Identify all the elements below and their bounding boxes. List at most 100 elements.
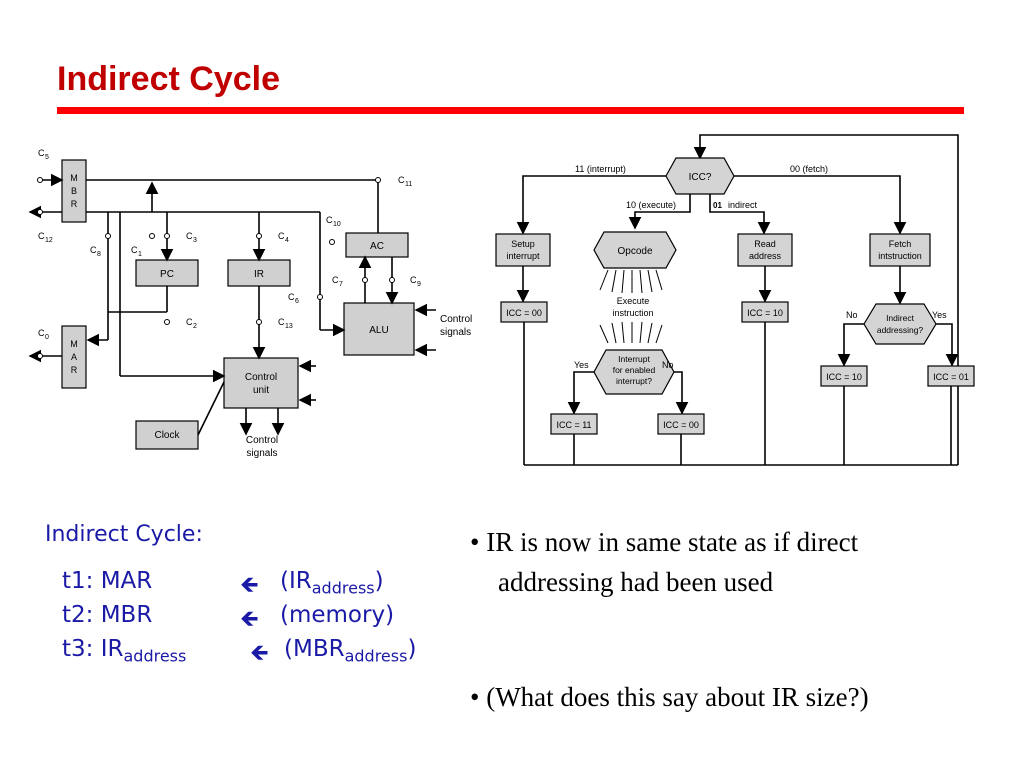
icc-00-label-a: ICC = 00 (506, 308, 542, 318)
control-unit (223, 357, 299, 409)
indirect-addressing-decision (863, 303, 937, 345)
execute-rays-bottom (599, 321, 663, 344)
mar-letter-r: R (71, 365, 78, 375)
step-t1-value: (IRaddress) (280, 568, 384, 598)
interrupt-q-line2: for enabled (613, 365, 656, 375)
step-t3-value: (MBRaddress) (284, 636, 417, 666)
svg-text:C: C (278, 317, 285, 327)
step-t3-label: t3: IRaddress (62, 636, 187, 666)
interrupt-q-line3: interrupt? (616, 376, 652, 386)
indirect-no: No (846, 310, 858, 320)
ir-register (227, 259, 291, 287)
setup-line1: Setup (511, 239, 535, 249)
bullet-ir-size: • (What does this say about IR size?) (470, 682, 869, 712)
control-unit-line2: unit (253, 385, 269, 396)
instruction-cycle-flowchart: ICC? 11 (interrupt) 00 (fetch) 10 (execu… (495, 134, 975, 466)
mbr-letter-b: B (71, 186, 77, 196)
icc-11-label: ICC = 11 (556, 420, 591, 430)
step-t1-label: t1: MAR (62, 568, 153, 594)
indirect-q-line1: Indirect (886, 313, 915, 323)
svg-text:C: C (398, 175, 405, 185)
branch-interrupt: 11 (interrupt) (575, 164, 626, 174)
icc-00-label-b: ICC = 00 (663, 420, 699, 430)
svg-text:4: 4 (285, 237, 289, 244)
mar-letter-m: M (70, 339, 78, 349)
svg-text:C: C (326, 215, 333, 225)
execute-rays-top (599, 269, 663, 294)
interrupt-q-line1: Interrupt (618, 354, 650, 364)
slide-title: Indirect Cycle (57, 60, 280, 98)
svg-text:C: C (278, 231, 285, 241)
fetch-line1: Fetch (889, 239, 912, 249)
svg-text:C: C (332, 275, 339, 285)
alu-label: ALU (369, 325, 388, 336)
mar-register (61, 325, 87, 389)
read-address-box (737, 233, 793, 267)
left-arrow-icon: 🡸 (250, 640, 269, 666)
svg-text:C: C (38, 328, 45, 338)
control-unit-line1: Control (245, 372, 277, 383)
pc-label: PC (160, 269, 174, 280)
svg-text:11: 11 (405, 181, 412, 188)
control-signals-bottom-line1: Control (246, 435, 278, 446)
mar-letter-a: A (71, 352, 77, 362)
read-line1: Read (754, 239, 776, 249)
indirect-yes: Yes (932, 310, 947, 320)
opcode-hexagon (593, 231, 677, 269)
branch-fetch: 00 (fetch) (790, 164, 828, 174)
setup-interrupt-box (495, 233, 551, 267)
svg-text:C: C (131, 245, 138, 255)
svg-text:2: 2 (193, 323, 197, 330)
execute-line1: Execute (617, 296, 650, 306)
svg-text:C: C (90, 245, 97, 255)
read-line2: address (749, 251, 782, 261)
datapath-diagram: M B R M A R PC IR AC ALU Control unit Cl… (28, 148, 472, 459)
mbr-letter-m: M (70, 173, 78, 183)
ir-label: IR (254, 269, 264, 280)
interrupt-no: No (662, 360, 674, 370)
svg-text:7: 7 (339, 281, 343, 288)
svg-text:C: C (38, 148, 45, 158)
svg-text:C: C (186, 231, 193, 241)
clock-block (135, 420, 199, 450)
svg-text:5: 5 (45, 154, 49, 161)
step-t2-value: (memory) (280, 602, 395, 628)
icc-label: ICC? (689, 172, 712, 183)
svg-text:10: 10 (333, 221, 341, 228)
fetch-line2: intstruction (878, 251, 922, 261)
title-underline (57, 107, 964, 114)
ac-label: AC (370, 241, 384, 252)
ac-register (345, 232, 409, 258)
mbr-letter-r: R (71, 199, 78, 209)
clock-label: Clock (154, 430, 180, 441)
setup-line2: interrupt (506, 251, 540, 261)
icc-10-label-b: ICC = 10 (826, 372, 862, 382)
mbr-register (61, 159, 87, 223)
svg-text:3: 3 (193, 237, 197, 244)
icc-10-label-a: ICC = 10 (747, 308, 783, 318)
svg-text:8: 8 (97, 251, 101, 258)
control-signals-bottom-line2: signals (246, 448, 277, 459)
bullet-ir-state: • IR is now in same state as if direct a… (470, 527, 859, 597)
svg-text:13: 13 (285, 323, 293, 330)
branch-indirect-word: indirect (728, 200, 758, 210)
branch-indirect-num: 01 (713, 201, 722, 210)
icc-01-label: ICC = 01 (933, 372, 969, 382)
svg-text:12: 12 (45, 237, 53, 244)
svg-text:9: 9 (417, 281, 421, 288)
left-arrow-icon: 🡸 (240, 572, 259, 598)
svg-text:C: C (38, 231, 45, 241)
indirect-q-line2: addressing? (877, 325, 924, 335)
svg-text:C: C (288, 292, 295, 302)
branch-execute: 10 (execute) (626, 200, 676, 210)
svg-text:0: 0 (45, 334, 49, 341)
left-arrow-icon: 🡸 (240, 606, 259, 632)
svg-text:C: C (186, 317, 193, 327)
svg-text:6: 6 (295, 298, 299, 305)
execute-line2: instruction (612, 308, 653, 318)
svg-text:1: 1 (138, 251, 142, 258)
control-signals-right-line2: signals (440, 327, 471, 338)
svg-text:C: C (410, 275, 417, 285)
opcode-label: Opcode (617, 246, 652, 257)
